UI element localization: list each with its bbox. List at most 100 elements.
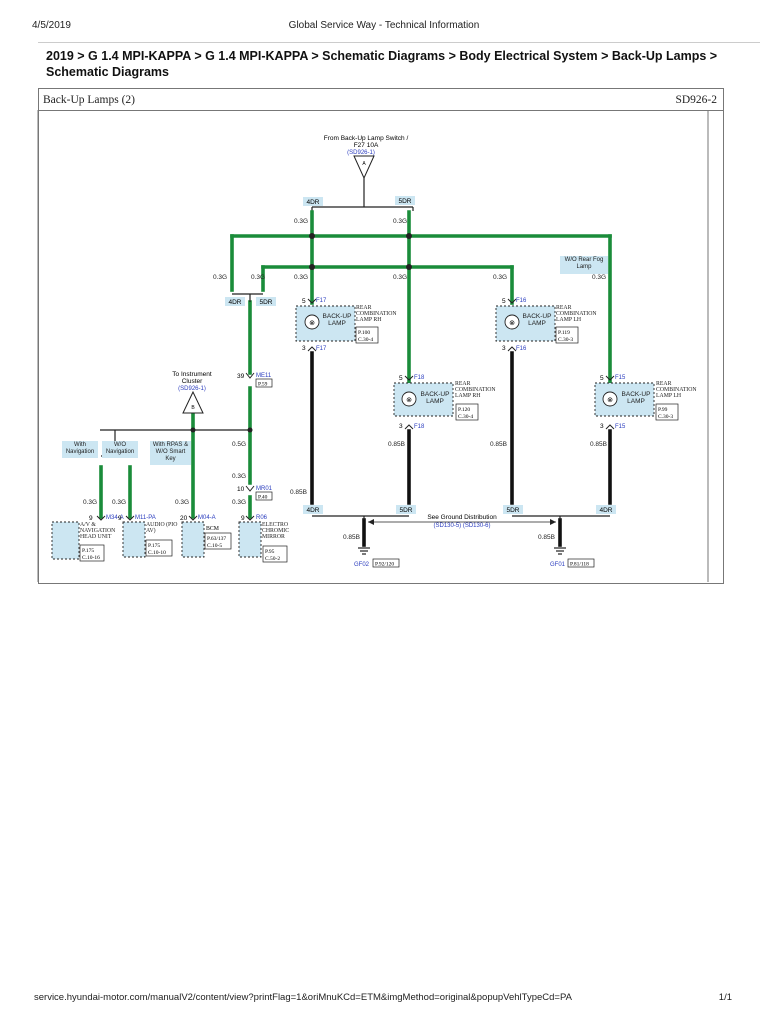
- svg-text:F18: F18: [414, 424, 425, 430]
- svg-text:F16: F16: [516, 346, 527, 352]
- split-5dr-left: 5DR: [259, 299, 272, 306]
- svg-text:F15: F15: [615, 375, 626, 381]
- connector-me11: 39 ME11 P.59: [237, 372, 273, 388]
- svg-text:BCM: BCM: [206, 526, 219, 532]
- svg-text:5: 5: [302, 298, 306, 305]
- svg-text:P.175: P.175: [148, 543, 160, 549]
- option-rpas: With RPAS & W/O Smart Key: [152, 442, 189, 462]
- ground-note: See Ground Distribution: [427, 514, 497, 521]
- lamp-f16: 5 F16 ⊗ BACK-UP LAMP REAR COMBINATION LA…: [495, 298, 597, 352]
- svg-text:F17: F17: [316, 298, 327, 304]
- svg-text:0.3G: 0.3G: [251, 274, 265, 281]
- svg-text:P.120: P.120: [458, 407, 470, 413]
- instrument-label-1: To Instrument: [172, 371, 212, 378]
- svg-text:0.3G: 0.3G: [294, 218, 308, 225]
- svg-text:C.10-16: C.10-16: [82, 555, 100, 561]
- svg-text:3: 3: [302, 345, 306, 352]
- option-wo-nav: W/O Navigation: [105, 442, 135, 455]
- svg-text:0.85B: 0.85B: [388, 441, 405, 448]
- svg-text:F18: F18: [414, 375, 425, 381]
- svg-text:0.3G: 0.3G: [393, 218, 407, 225]
- svg-text:3: 3: [600, 423, 604, 430]
- connector-mr01: 10 MR01 P.40: [237, 485, 273, 501]
- page-header: 4/5/2019 Global Service Way - Technical …: [0, 0, 768, 34]
- connector-a-triangle: [353, 155, 375, 180]
- svg-text:0.3G: 0.3G: [83, 499, 97, 506]
- option-with-nav: With Navigation: [65, 442, 95, 455]
- svg-text:3: 3: [502, 345, 506, 352]
- svg-text:P.59: P.59: [258, 382, 268, 388]
- lamp-f18: 5 F18 ⊗ BACK-UP LAMP REAR COMBINATION LA…: [393, 375, 496, 430]
- svg-text:P.99: P.99: [658, 407, 668, 413]
- svg-text:0.85B: 0.85B: [290, 489, 307, 496]
- svg-text:C.30-4: C.30-4: [458, 414, 473, 420]
- svg-text:C.50-2: C.50-2: [265, 556, 280, 562]
- connector-b-triangle: [182, 390, 204, 414]
- svg-text:20: 20: [180, 515, 188, 522]
- svg-text:5DR: 5DR: [399, 507, 412, 514]
- svg-text:0.3G: 0.3G: [294, 274, 308, 281]
- module-m11pa: 9 M11-PA AUDIO (PIO AV) P.175 C.10-10: [118, 515, 177, 558]
- header-title: Global Service Way - Technical Informati…: [288, 20, 480, 31]
- svg-text:5DR: 5DR: [506, 507, 519, 514]
- svg-text:ME11: ME11: [256, 373, 272, 379]
- split-5dr-top: 5DR: [398, 198, 411, 205]
- ground-gf02: GF02 P.92/120: [354, 547, 400, 568]
- svg-text:C.10-5: C.10-5: [207, 543, 222, 549]
- lamp-f17: 5 F17 ⊗ BACK-UP LAMP REAR COMBINATION LA…: [295, 298, 397, 352]
- svg-text:4DR: 4DR: [599, 507, 612, 514]
- module-m34a: 9 M34-A A/V & NAVIGATION HEAD UNIT P.175…: [51, 515, 124, 562]
- svg-text:M34-A: M34-A: [106, 515, 124, 521]
- footer-page-number: 1/1: [718, 992, 732, 1003]
- svg-text:B: B: [191, 405, 195, 411]
- connector-a-label: A: [362, 161, 366, 167]
- footer-url: service.hyundai-motor.com/manualV2/conte…: [34, 992, 572, 1003]
- svg-text:10: 10: [237, 486, 245, 493]
- ground-gf01: GF01 P.81/118: [550, 547, 595, 568]
- svg-text:3: 3: [399, 423, 403, 430]
- svg-text:F15: F15: [615, 424, 626, 430]
- svg-text:P.100: P.100: [358, 330, 370, 336]
- svg-text:5: 5: [502, 298, 506, 305]
- svg-text:GF01: GF01: [550, 562, 566, 568]
- svg-text:C.30-4: C.30-4: [358, 337, 373, 343]
- svg-text:P.175: P.175: [82, 548, 94, 554]
- source-label-1: From Back-Up Lamp Switch /: [324, 135, 409, 142]
- svg-text:M11-PA: M11-PA: [135, 515, 156, 521]
- svg-text:5: 5: [600, 375, 604, 382]
- svg-text:MR01: MR01: [256, 486, 273, 492]
- svg-text:P.63/137: P.63/137: [207, 536, 226, 542]
- svg-text:9: 9: [118, 515, 122, 522]
- svg-text:0.85B: 0.85B: [490, 441, 507, 448]
- svg-text:C.30-3: C.30-3: [558, 337, 573, 343]
- diagram-code: SD926-2: [675, 94, 717, 106]
- svg-text:0.5G: 0.5G: [232, 441, 246, 448]
- svg-text:C.10-10: C.10-10: [148, 550, 166, 556]
- lamp-f15: 5 F15 ⊗ BACK-UP LAMP REAR COMBINATION LA…: [594, 375, 697, 430]
- header-divider: [38, 42, 760, 43]
- svg-text:P.95: P.95: [265, 549, 275, 555]
- svg-text:0.85B: 0.85B: [590, 441, 607, 448]
- module-m04a: 20 M04-A BCM P.63/137 C.10-5: [180, 515, 232, 558]
- svg-text:0.85B: 0.85B: [538, 534, 555, 541]
- svg-text:9: 9: [89, 515, 93, 522]
- svg-text:0.3G: 0.3G: [213, 274, 227, 281]
- svg-text:0.3G: 0.3G: [393, 274, 407, 281]
- breadcrumb[interactable]: 2019 > G 1.4 MPI-KAPPA > G 1.4 MPI-KAPPA…: [46, 49, 718, 79]
- svg-text:0.3G: 0.3G: [232, 499, 246, 506]
- svg-text:0.3G: 0.3G: [175, 499, 189, 506]
- module-r06: 9 R06 ELECTRO CHROMIC MIRROR P.95 C.50-2: [238, 515, 289, 563]
- svg-text:P.81/118: P.81/118: [570, 562, 589, 568]
- svg-text:M04-A: M04-A: [198, 515, 216, 521]
- svg-text:5: 5: [399, 375, 403, 382]
- svg-text:0.3G: 0.3G: [592, 274, 606, 281]
- svg-text:⊗: ⊗: [309, 320, 315, 327]
- ground-refs: (SD130-5) (SD130-6): [433, 523, 490, 529]
- svg-text:C.30-3: C.30-3: [658, 414, 673, 420]
- svg-text:GF02: GF02: [354, 562, 370, 568]
- svg-text:F16: F16: [516, 298, 527, 304]
- instrument-ref: (SD926-1): [178, 386, 206, 392]
- svg-text:R06: R06: [256, 515, 268, 521]
- svg-text:⊗: ⊗: [607, 397, 613, 404]
